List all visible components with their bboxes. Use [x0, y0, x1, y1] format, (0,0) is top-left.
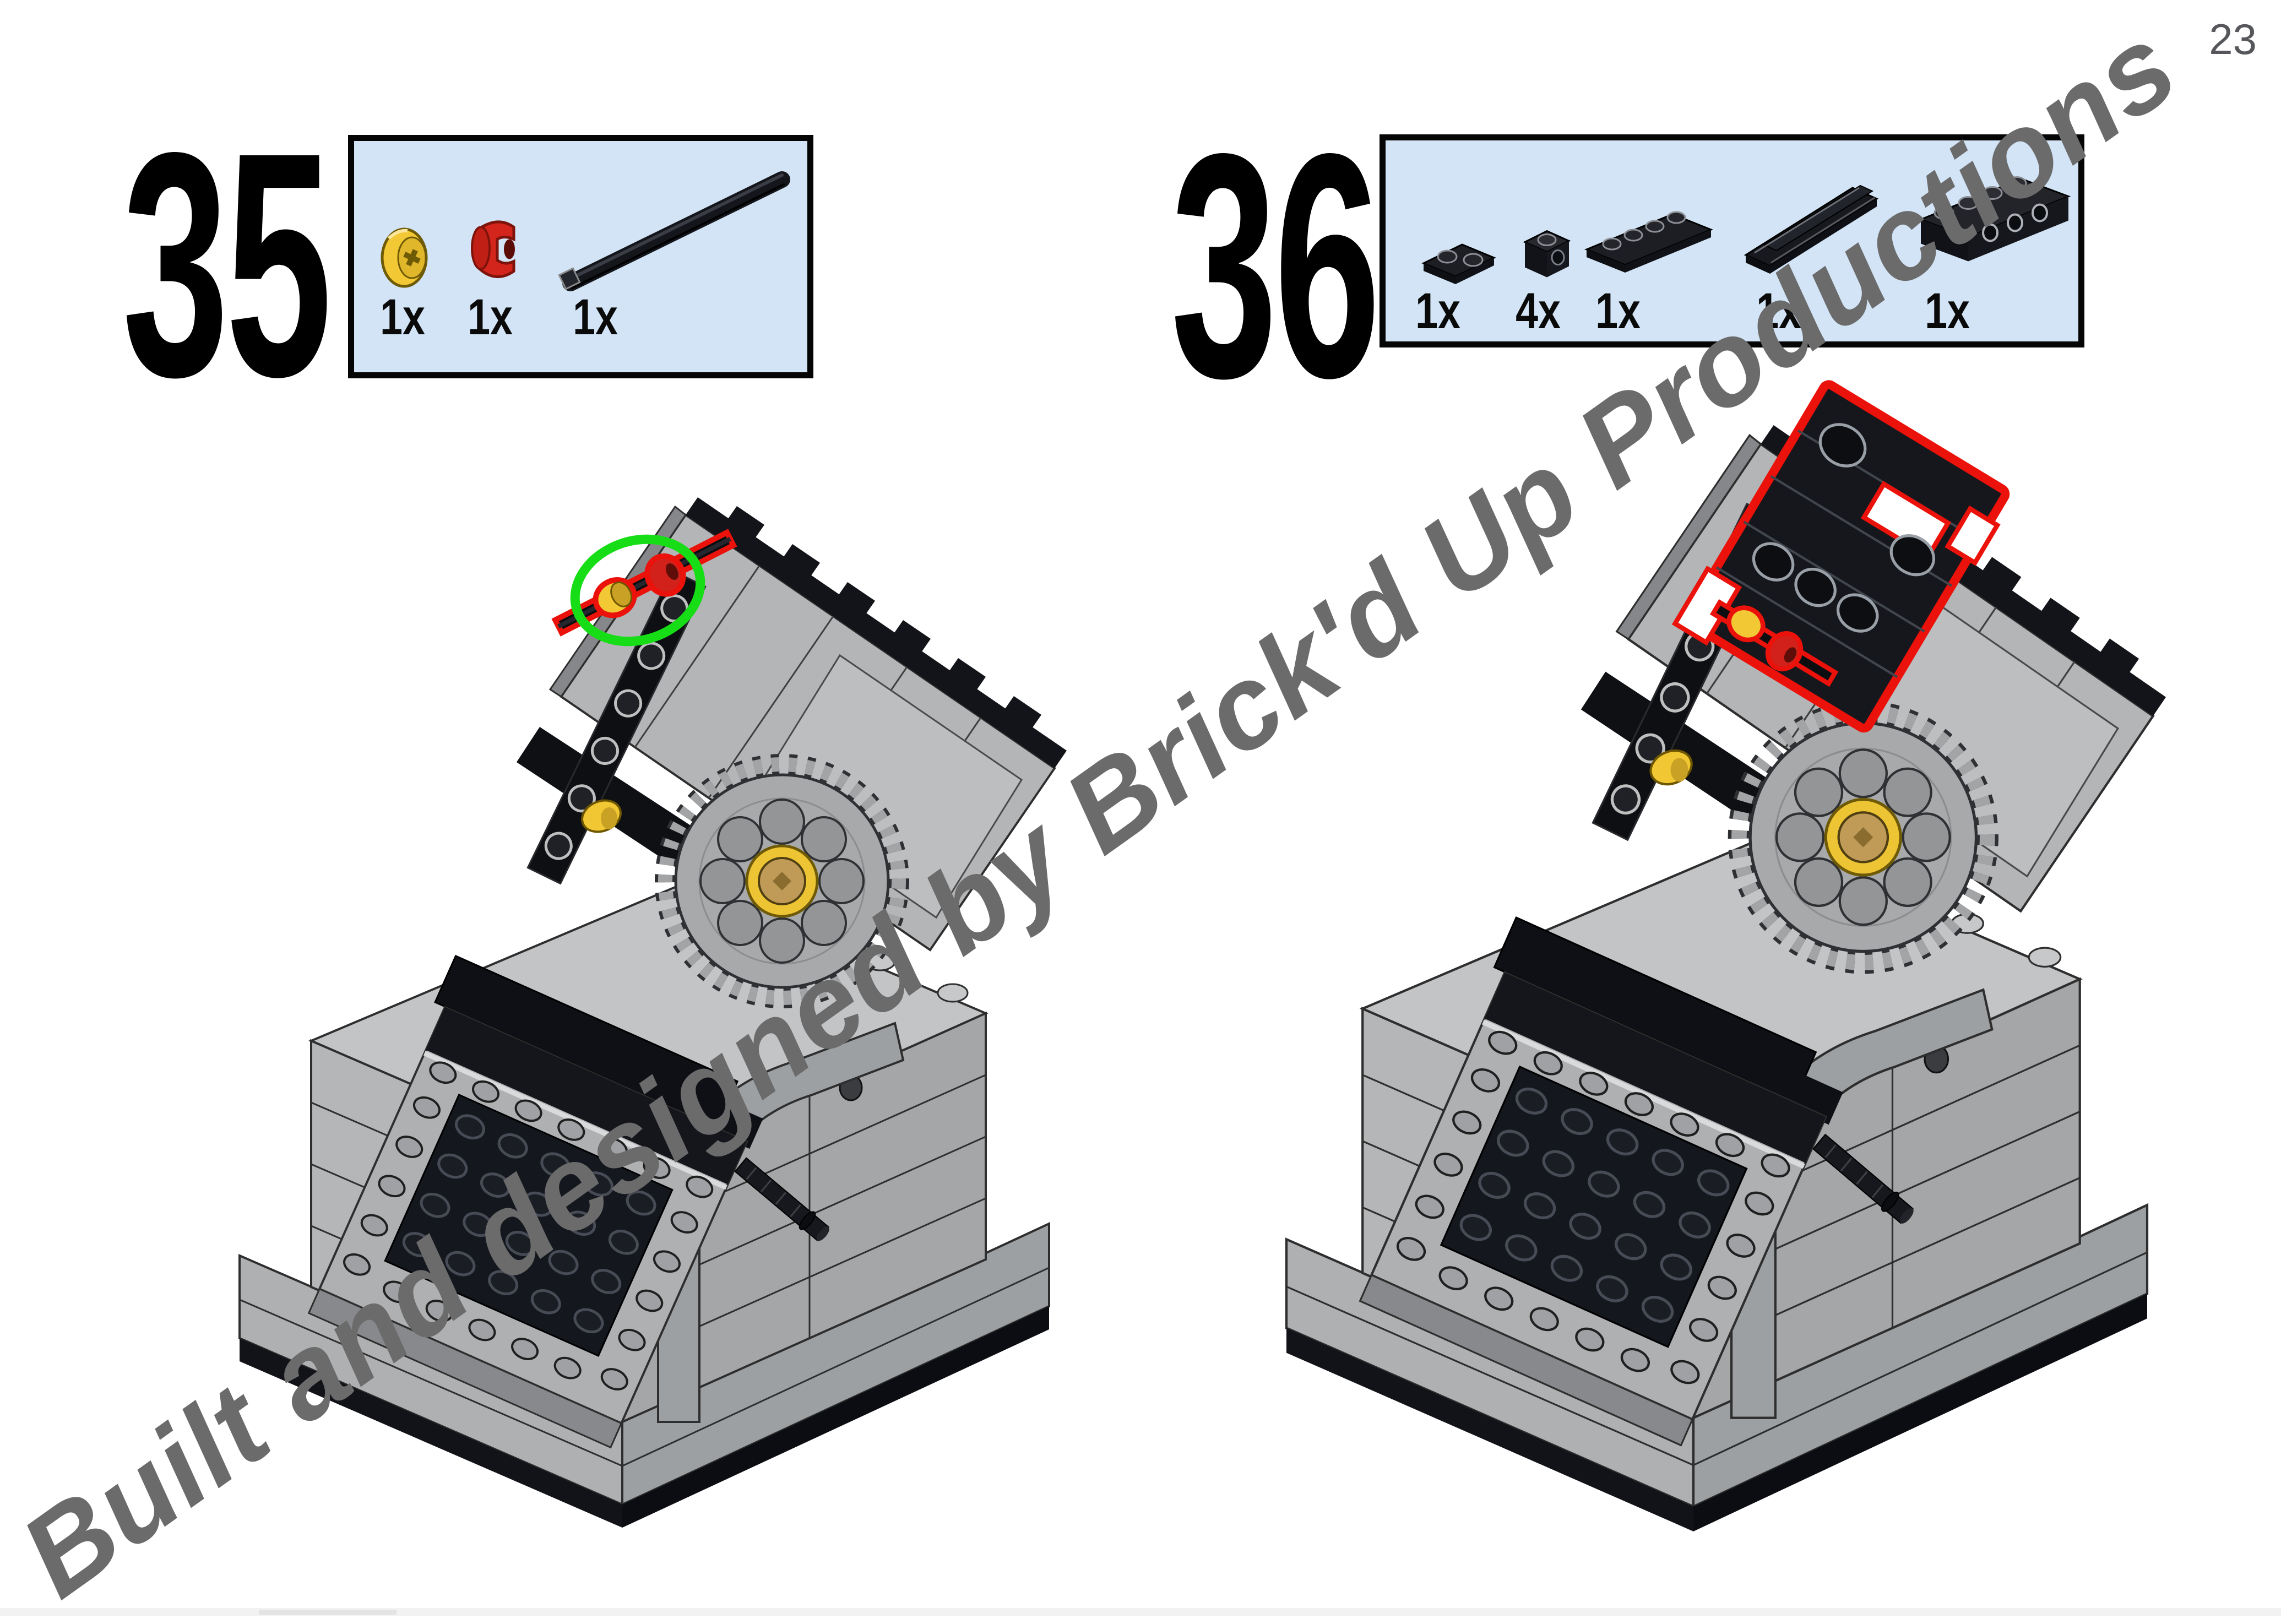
qty-label: 1x	[573, 289, 618, 345]
qty-label: 1x	[1756, 283, 1801, 339]
step-35-highlight-axle	[551, 529, 737, 647]
qty-label: 1x	[468, 289, 513, 345]
step-36-model-illustration	[1231, 380, 2203, 1541]
green-highlight-circle	[570, 534, 705, 647]
yellow-half-bush-icon	[381, 227, 428, 288]
step-36-highlight-bracket	[1671, 380, 2010, 733]
black-axle-icon	[558, 171, 790, 291]
black-slide-rail-icon	[1744, 184, 1879, 274]
scan-artifact	[259, 1610, 397, 1615]
step-36-number: 36	[1171, 87, 1381, 444]
qty-label: 1x	[380, 289, 425, 345]
step-35-model-illustration	[187, 490, 1101, 1536]
page-bottom-edge	[0, 1608, 2281, 1616]
black-technic-brick-1x4-icon	[1918, 176, 2071, 262]
bracket-holes	[1752, 423, 1936, 633]
highlight-yellow-half-bush	[1726, 605, 1766, 643]
step-35-parts-box: 1x 1x 1x	[348, 135, 813, 378]
qty-label: 1x	[1595, 283, 1641, 339]
step-36-parts-box: 1x 4x 1x 1x 1x	[1380, 134, 2084, 347]
black-plate-1x4-icon	[1584, 211, 1713, 273]
step-35-number: 35	[122, 86, 332, 443]
black-brick-1x1-icon	[1523, 230, 1571, 278]
bracket-slot	[1860, 480, 1952, 560]
qty-label: 1x	[1925, 283, 1970, 339]
qty-label: 4x	[1516, 283, 1561, 339]
red-bush-icon	[471, 220, 515, 279]
black-plate-1x2-icon	[1421, 243, 1496, 284]
qty-label: 1x	[1415, 283, 1460, 339]
page-number: 23	[2209, 15, 2257, 63]
